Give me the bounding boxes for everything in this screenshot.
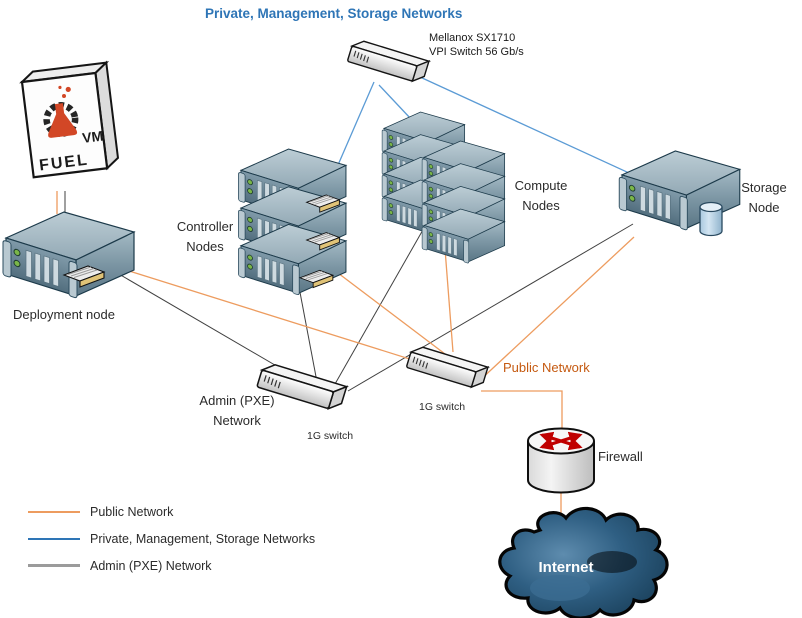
controller-nodes-icon [238, 148, 347, 296]
mellanox-switch-icon [346, 37, 430, 85]
diagram-heading: Private, Management, Storage Networks [205, 6, 463, 21]
legend-item-private: Private, Management, Storage Networks [28, 525, 315, 552]
storage-node-label: Storage Node [741, 180, 787, 215]
mellanox-label-line2: VPI Switch 56 Gb/s [429, 46, 524, 58]
disk-icon [699, 201, 723, 237]
edge-mellanox-storage [419, 76, 641, 179]
legend-label-private: Private, Management, Storage Networks [90, 531, 316, 546]
legend-label-public: Public Network [90, 504, 174, 519]
legend-swatch-admin [28, 564, 80, 567]
public-switch-device-label: 1G switch [419, 401, 466, 413]
edge-storage-adminswitch [347, 223, 634, 392]
legend-swatch-public [28, 510, 80, 513]
edge-storage-publicswitch [477, 236, 635, 383]
legend-item-public: Public Network [28, 498, 315, 525]
connector-lines [56, 76, 641, 517]
edge-mellanox-compute [378, 84, 412, 120]
fuel-vm-text: VM [81, 128, 104, 146]
legend-item-admin: Admin (PXE) Network [28, 552, 315, 579]
controller-nodes-label: Controller Nodes [176, 219, 234, 254]
mellanox-label-line1: Mellanox SX1710 [429, 32, 516, 44]
edge-compute-adminswitch [334, 227, 425, 385]
private-network-lines [337, 76, 641, 179]
edge-compute-publicswitch [443, 235, 454, 353]
firewall-icon [527, 427, 595, 494]
mellanox-switch-label: Mellanox SX1710 VPI Switch 56 Gb/s [429, 31, 559, 59]
internet-cloud-icon: Internet [498, 506, 669, 618]
legend-label-admin: Admin (PXE) Network [90, 558, 212, 573]
compute-nodes-front-stack-icon [421, 140, 506, 264]
edge-deployment-adminswitch [111, 269, 293, 376]
legend-swatch-private [28, 537, 80, 540]
compute-nodes-label: Compute Nodes [514, 178, 568, 213]
admin-pxe-network-label: Admin (PXE) Network [199, 393, 275, 428]
admin-switch-device-label: 1G switch [307, 430, 354, 442]
internet-label: Internet [538, 559, 593, 576]
fuel-logo-text: FUEL [38, 152, 89, 175]
router-arrows-icon [539, 431, 583, 451]
deployment-node-label: Deployment node [13, 307, 115, 322]
fuel-logo-icon [43, 85, 79, 138]
fuel-vm-icon: FUEL VM [19, 60, 120, 179]
firewall-label: Firewall [598, 449, 643, 464]
deployment-node-icon [2, 211, 135, 299]
legend: Public Network Private, Management, Stor… [28, 498, 315, 579]
public-network-lines [56, 191, 635, 517]
edge-deployment-publicswitch [109, 264, 433, 367]
edge-mellanox-controller [337, 81, 375, 166]
edge-controller-adminswitch [298, 286, 318, 383]
public-switch-icon [405, 343, 489, 391]
edge-publicswitch-firewall [481, 390, 563, 428]
admin-network-lines [64, 191, 634, 392]
storage-node-icon [618, 150, 741, 237]
public-network-label: Public Network [503, 360, 590, 375]
edge-controller-publicswitch [333, 269, 450, 358]
